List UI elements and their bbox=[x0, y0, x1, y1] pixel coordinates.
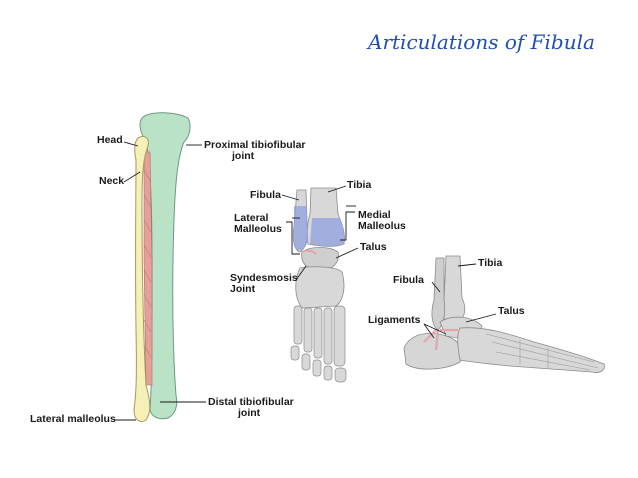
front-tarsals bbox=[295, 266, 345, 309]
label-neck: Neck bbox=[99, 175, 125, 187]
leg-bones-figure bbox=[114, 112, 206, 423]
label-head: Head bbox=[97, 134, 123, 146]
left-pointer-lines bbox=[114, 141, 206, 421]
label-proximal-line-2: joint bbox=[232, 150, 255, 162]
label-front-medial-line-1: Medial bbox=[358, 209, 391, 221]
label-side-talus: Talus bbox=[498, 305, 525, 317]
interosseous-membrane bbox=[143, 151, 153, 386]
membrane-fibers bbox=[143, 169, 152, 358]
label-front-tibia: Tibia bbox=[347, 179, 372, 191]
front-talus bbox=[301, 247, 339, 271]
label-syndesmosis-line-2: Joint bbox=[230, 283, 256, 295]
side-ligaments-drawing bbox=[423, 328, 458, 351]
front-metatarsals bbox=[290, 305, 347, 383]
label-front-lateral-line-1: Lateral bbox=[234, 212, 269, 224]
label-front-talus: Talus bbox=[360, 241, 387, 253]
front-foot-figure bbox=[281, 185, 359, 383]
front-ligament bbox=[301, 249, 317, 255]
label-side-fibula: Fibula bbox=[393, 274, 424, 286]
front-medial-malleolus-highlight bbox=[310, 218, 345, 247]
label-proximal-tibiofibular-joint: Proximal tibiofibular joint bbox=[204, 140, 306, 162]
side-fibula bbox=[431, 257, 446, 331]
side-pointer-lines bbox=[423, 263, 497, 339]
label-distal-tibiofibular-joint: Distal tibiofibular joint bbox=[208, 397, 294, 419]
label-front-medial-malleolus: Medial Malleolus bbox=[358, 210, 406, 232]
side-calcaneus bbox=[403, 332, 463, 370]
side-metatarsal-lines bbox=[485, 333, 599, 371]
label-distal-line-2: joint bbox=[238, 407, 261, 419]
label-side-tibia: Tibia bbox=[478, 257, 503, 269]
side-foot-figure bbox=[403, 255, 605, 373]
slide-title: Articulations of Fibula bbox=[368, 30, 595, 54]
label-proximal-line-1: Proximal tibiofibular bbox=[204, 139, 306, 151]
fibula-bone bbox=[133, 135, 151, 423]
side-midfoot bbox=[457, 327, 605, 373]
label-front-lateral-line-2: Malleolus bbox=[234, 223, 282, 235]
label-front-lateral-malleolus: Lateral Malleolus bbox=[234, 213, 282, 235]
label-distal-line-1: Distal tibiofibular bbox=[208, 396, 294, 408]
label-front-fibula: Fibula bbox=[250, 189, 281, 201]
front-lateral-malleolus-highlight bbox=[294, 206, 308, 251]
label-syndesmosis-joint: Syndesmosis Joint bbox=[230, 273, 298, 295]
label-lateral-malleolus: Lateral malleolus bbox=[30, 413, 116, 425]
label-side-ligaments: Ligaments bbox=[368, 314, 421, 326]
label-front-medial-line-2: Malleolus bbox=[358, 220, 406, 232]
front-pointer-lines bbox=[281, 185, 359, 281]
label-syndesmosis-line-1: Syndesmosis bbox=[230, 272, 298, 284]
